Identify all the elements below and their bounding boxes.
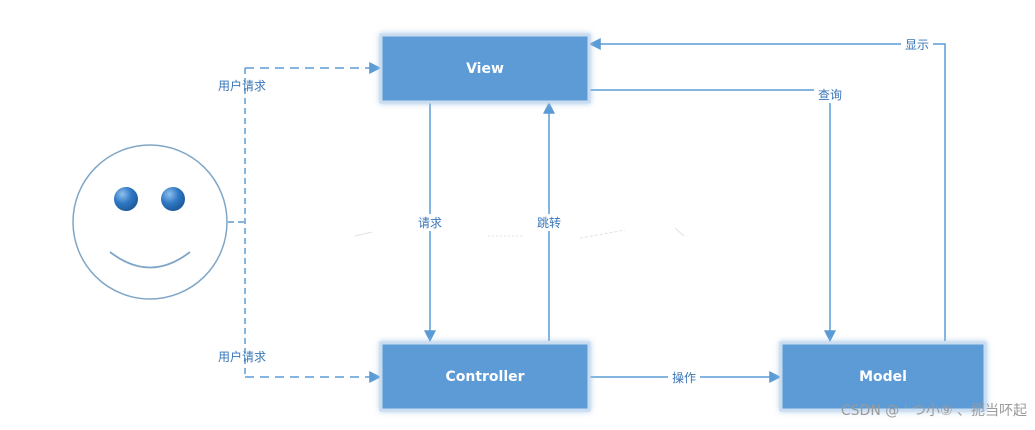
faint-artifacts (354, 227, 685, 239)
redirect-label: 跳转 (537, 215, 561, 230)
smile-mouth (109, 251, 191, 269)
view-label: View (466, 61, 504, 77)
user-request-connectors (228, 62, 382, 383)
smiley-face-icon (72, 144, 228, 300)
controller-label: Controller (445, 369, 524, 385)
controller-box (379, 341, 591, 412)
edge-labels: 用户请求 用户请求 请求 跳转 查询 显示 操作 (218, 36, 933, 386)
face-outline (72, 144, 228, 300)
user-request-top-label: 用户请求 (218, 78, 266, 93)
right-eye (161, 187, 185, 211)
display-label: 显示 (905, 38, 929, 52)
model-node: Model (779, 341, 987, 412)
model-box (779, 341, 987, 412)
request-label: 请求 (418, 216, 442, 230)
view-to-model-arrow (590, 89, 836, 343)
model-to-view-arrow (588, 38, 946, 341)
model-label: Model (859, 369, 907, 385)
controller-node: Controller (379, 341, 591, 412)
query-label: 查询 (818, 88, 842, 102)
user-request-bottom-label: 用户请求 (218, 349, 266, 364)
view-box (379, 33, 591, 104)
csdn-watermark: CSDN @ ' つ小⑨ 、扼当吥起 (840, 403, 1027, 419)
left-eye (114, 187, 138, 211)
operate-label: 操作 (672, 370, 696, 385)
view-node: View (379, 33, 591, 104)
